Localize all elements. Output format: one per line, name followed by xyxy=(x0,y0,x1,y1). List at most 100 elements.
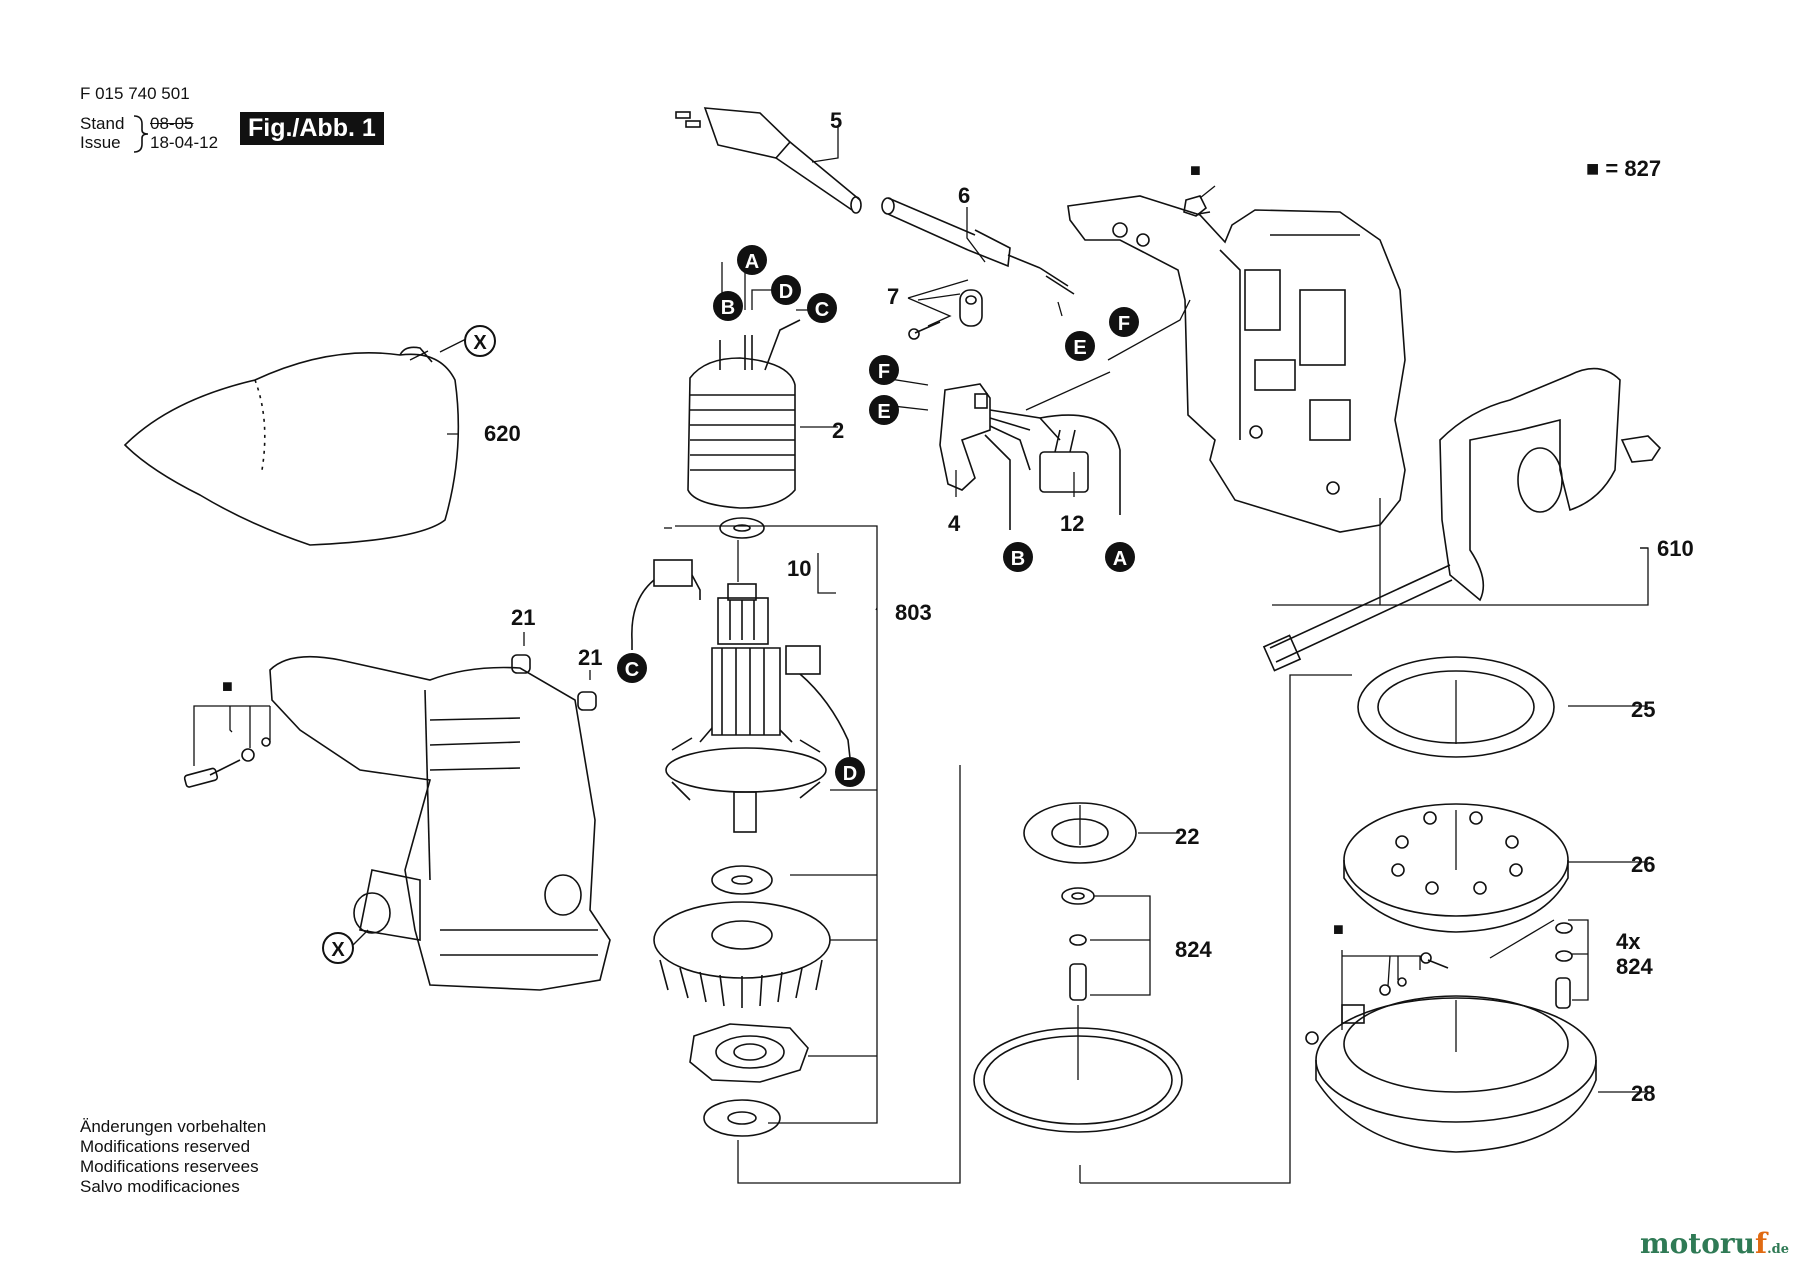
svg-text:X: X xyxy=(473,332,487,354)
stand-label: Stand xyxy=(80,114,125,133)
part-label-25: 25 xyxy=(1631,697,1655,722)
watermark-name: motoru xyxy=(1640,1227,1756,1260)
marker-827-left: ■ xyxy=(222,676,233,696)
brush-holder-d-drawing xyxy=(785,645,851,759)
part-label-26: 26 xyxy=(1631,852,1655,877)
figure-label: Fig./Abb. 1 xyxy=(240,112,384,145)
side-handle-drawing xyxy=(1262,367,1662,672)
part-label-610: 610 xyxy=(1657,536,1694,561)
brush-holder-c-drawing xyxy=(631,559,701,650)
wire-connection-callouts: A B D C F E F xyxy=(322,245,1139,964)
sealing-ring-drawing xyxy=(1357,656,1555,758)
callout-b-bottom: B xyxy=(1003,542,1033,572)
power-cable-drawing xyxy=(881,197,1075,295)
modification-notes: Änderungen vorbehalten Modifications res… xyxy=(80,1117,266,1197)
bumper-a-drawing xyxy=(511,654,531,674)
leader-lines xyxy=(193,125,1649,1184)
housing-screw-drawing xyxy=(183,737,271,788)
callout-c-brush: C xyxy=(617,653,647,683)
housing-half-drawing xyxy=(1067,195,1406,533)
armature-drawing xyxy=(665,583,827,833)
note-french: Modifications reservees xyxy=(80,1157,259,1176)
part-label-803: 803 xyxy=(895,600,932,625)
pad-brake-ring-drawing xyxy=(1315,995,1597,1153)
fan-drawing xyxy=(653,901,831,1008)
part-drawings xyxy=(123,107,1662,1153)
part-label-5: 5 xyxy=(830,108,842,133)
note-spanish: Salvo modificaciones xyxy=(80,1177,240,1196)
sanding-pad-drawing xyxy=(1343,803,1569,933)
note-german: Änderungen vorbehalten xyxy=(80,1117,267,1136)
issue-date: 18-04-12 xyxy=(150,133,219,152)
part-label-10: 10 xyxy=(787,556,811,581)
svg-text:X: X xyxy=(331,939,345,961)
callout-b-top: B xyxy=(713,291,743,321)
part-label-4x: 4x xyxy=(1616,929,1641,954)
pad-screws-drawing xyxy=(1305,922,1573,1045)
svg-text:B: B xyxy=(721,297,735,319)
callout-a-bottom: A xyxy=(1105,542,1135,572)
watermark-tld: .de xyxy=(1767,1242,1789,1257)
issue-label: Issue xyxy=(80,133,121,152)
bearing-flange-drawing xyxy=(689,1023,809,1083)
bearing-top-drawing xyxy=(719,517,765,539)
part-label-28: 28 xyxy=(1631,1081,1655,1106)
legend-mark-827: ■ = 827 xyxy=(1586,156,1662,181)
callout-f-cable: F xyxy=(1109,307,1139,337)
field-coil-drawing xyxy=(687,319,801,509)
svg-text:E: E xyxy=(1073,337,1086,359)
part-label-824-a: 824 xyxy=(1175,937,1212,962)
part-label-21-a: 21 xyxy=(511,605,535,630)
callout-f-switch: F xyxy=(869,355,899,385)
part-label-22: 22 xyxy=(1175,824,1199,849)
svg-text:E: E xyxy=(877,401,890,423)
svg-text:D: D xyxy=(843,763,857,785)
callout-d-top: D xyxy=(771,275,801,305)
dust-bag-drawing xyxy=(123,346,460,546)
part-label-12: 12 xyxy=(1060,511,1084,536)
callout-e-switch: E xyxy=(869,395,899,425)
capacitor-drawing xyxy=(1039,429,1089,493)
part-label-21-b: 21 xyxy=(578,645,602,670)
part-label-7: 7 xyxy=(887,284,899,309)
note-english: Modifications reserved xyxy=(80,1137,251,1156)
marker-827-right: ■ xyxy=(1333,919,1344,939)
bearing-middle-drawing xyxy=(711,865,773,895)
watermark-accent: f xyxy=(1755,1227,1768,1260)
part-label-2: 2 xyxy=(832,418,844,443)
bumper-b-drawing xyxy=(577,691,597,711)
part-number-labels: 5 6 7 2 4 12 620 10 803 21 21 610 25 22 … xyxy=(484,108,1694,1106)
watermark-logo: motoruf.de xyxy=(1640,1227,1789,1260)
part-label-4: 4 xyxy=(948,511,961,536)
washer-set-drawing xyxy=(1061,887,1095,1001)
callout-e-cable: E xyxy=(1065,331,1095,361)
part-label-620: 620 xyxy=(484,421,521,446)
mains-plug-drawing xyxy=(675,107,862,214)
document-number: F 015 740 501 xyxy=(80,84,190,103)
part-label-6: 6 xyxy=(958,183,970,208)
marker-827-group: ■ ■ ■ xyxy=(222,160,1344,939)
svg-text:F: F xyxy=(1118,313,1130,335)
sander-body-drawing xyxy=(269,655,611,991)
callout-a-top: A xyxy=(737,245,767,275)
part-label-824-b: 824 xyxy=(1616,954,1653,979)
svg-text:D: D xyxy=(779,281,793,303)
callout-d-brush: D xyxy=(835,757,865,787)
svg-text:C: C xyxy=(815,299,829,321)
svg-text:A: A xyxy=(745,251,759,273)
callout-c-top: C xyxy=(807,293,837,323)
callout-x-dust-port: X xyxy=(322,932,354,964)
stand-date: 08-05 xyxy=(150,114,194,133)
svg-text:F: F xyxy=(878,361,890,383)
hex-nut-drawing xyxy=(1183,195,1208,217)
svg-text:C: C xyxy=(625,659,639,681)
bearing-bottom-drawing xyxy=(703,1099,781,1137)
svg-text:A: A xyxy=(1113,548,1127,570)
switch-drawing xyxy=(939,383,1121,530)
svg-text:B: B xyxy=(1011,548,1025,570)
marker-827-top: ■ xyxy=(1190,160,1201,180)
callout-x-dust-bag: X xyxy=(464,325,496,357)
cable-clamp-drawing xyxy=(908,289,983,340)
